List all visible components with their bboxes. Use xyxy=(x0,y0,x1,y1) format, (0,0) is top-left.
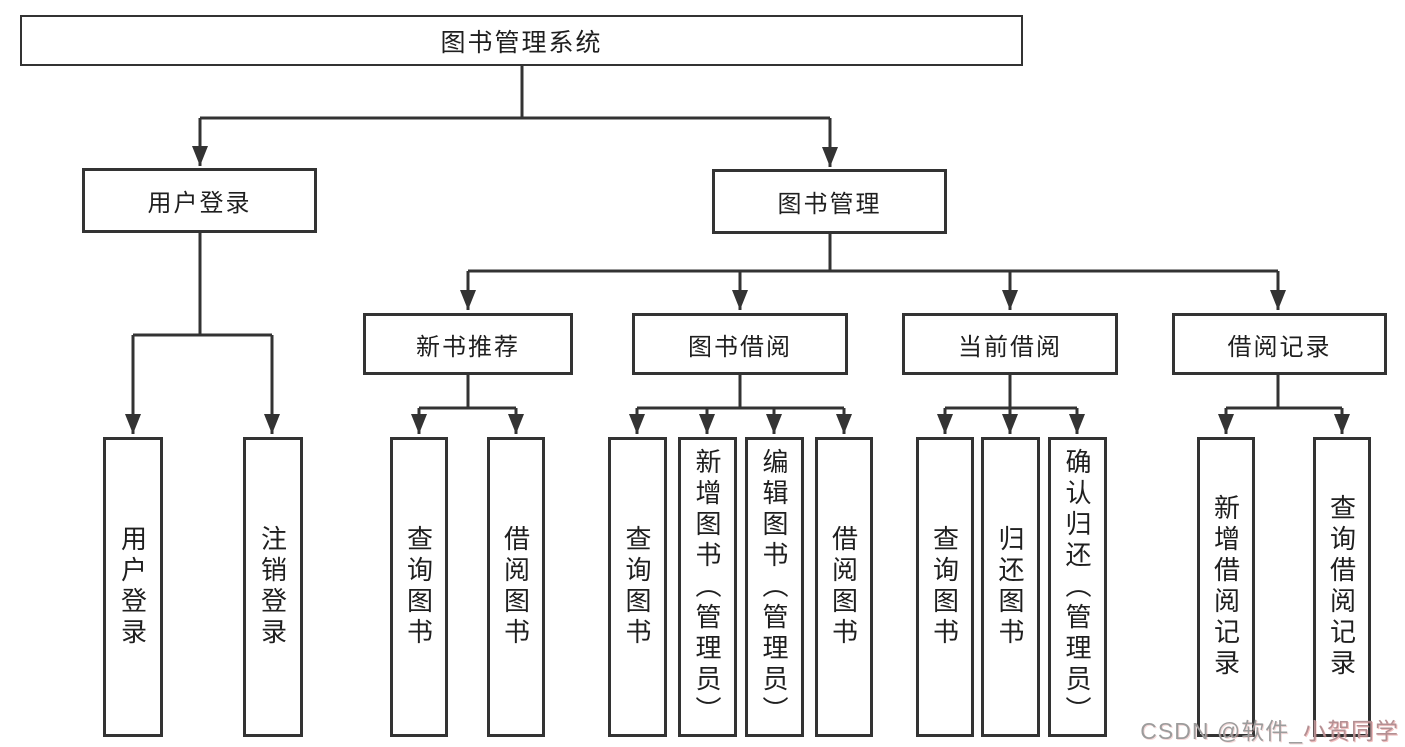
node-user-login: 用户登录 xyxy=(82,168,317,233)
leaf-query-books-recommend: 查询图书 xyxy=(390,437,448,737)
leaf-user-login: 用户登录 xyxy=(103,437,163,737)
leaf-borrow-books-borrowing: 借阅图书 xyxy=(815,437,873,737)
leaf-label: 归还图书 xyxy=(995,525,1025,649)
leaf-query-borrow-record: 查询借阅记录 xyxy=(1313,437,1371,737)
node-book-management: 图书管理 xyxy=(712,169,947,234)
leaf-query-books-borrowing: 查询图书 xyxy=(608,437,667,737)
leaf-label: 查询借阅记录 xyxy=(1326,494,1357,680)
leaf-label: 借阅图书 xyxy=(828,525,859,649)
node-label: 用户登录 xyxy=(147,190,252,217)
node-label: 图书管理系统 xyxy=(440,28,603,57)
leaf-label: 新增图书（管理员） xyxy=(692,447,722,727)
node-root-system: 图书管理系统 xyxy=(20,15,1023,66)
csdn-watermark: CSDN @软件_小贺同学 xyxy=(1140,712,1399,746)
node-borrow-records: 借阅记录 xyxy=(1172,313,1387,375)
leaf-borrow-books-recommend: 借阅图书 xyxy=(487,437,545,737)
leaf-label: 查询图书 xyxy=(622,525,652,649)
leaf-label: 新增借阅记录 xyxy=(1210,494,1241,680)
node-book-borrowing: 图书借阅 xyxy=(632,313,848,375)
connector-arrows xyxy=(125,118,1350,434)
leaf-logout: 注销登录 xyxy=(243,437,303,737)
watermark-prefix: CSDN @软件_ xyxy=(1140,718,1303,744)
leaf-query-books-current: 查询图书 xyxy=(916,437,974,737)
leaf-label: 查询图书 xyxy=(929,525,960,649)
leaf-confirm-return-admin: 确认归还（管理员） xyxy=(1048,437,1107,737)
node-label: 借阅记录 xyxy=(1227,333,1332,361)
node-current-borrowing: 当前借阅 xyxy=(902,313,1118,375)
node-label: 新书推荐 xyxy=(416,333,520,361)
leaf-edit-book-admin: 编辑图书（管理员） xyxy=(745,437,804,737)
leaf-label: 确认归还（管理员） xyxy=(1062,447,1092,727)
leaf-return-books: 归还图书 xyxy=(981,437,1040,737)
connector-skeleton xyxy=(133,66,1342,410)
leaf-label: 注销登录 xyxy=(257,525,288,649)
node-label: 图书管理 xyxy=(777,191,882,218)
node-label: 当前借阅 xyxy=(958,333,1062,361)
node-label: 图书借阅 xyxy=(688,333,792,361)
leaf-label: 查询图书 xyxy=(403,525,434,649)
leaf-add-borrow-record: 新增借阅记录 xyxy=(1197,437,1255,737)
leaf-label: 用户登录 xyxy=(117,525,148,649)
watermark-suffix: 小贺同学 xyxy=(1303,718,1399,744)
leaf-add-book-admin: 新增图书（管理员） xyxy=(678,437,737,737)
leaf-label: 编辑图书（管理员） xyxy=(759,447,789,727)
node-new-book-recommend: 新书推荐 xyxy=(363,313,573,375)
leaf-label: 借阅图书 xyxy=(500,525,531,649)
